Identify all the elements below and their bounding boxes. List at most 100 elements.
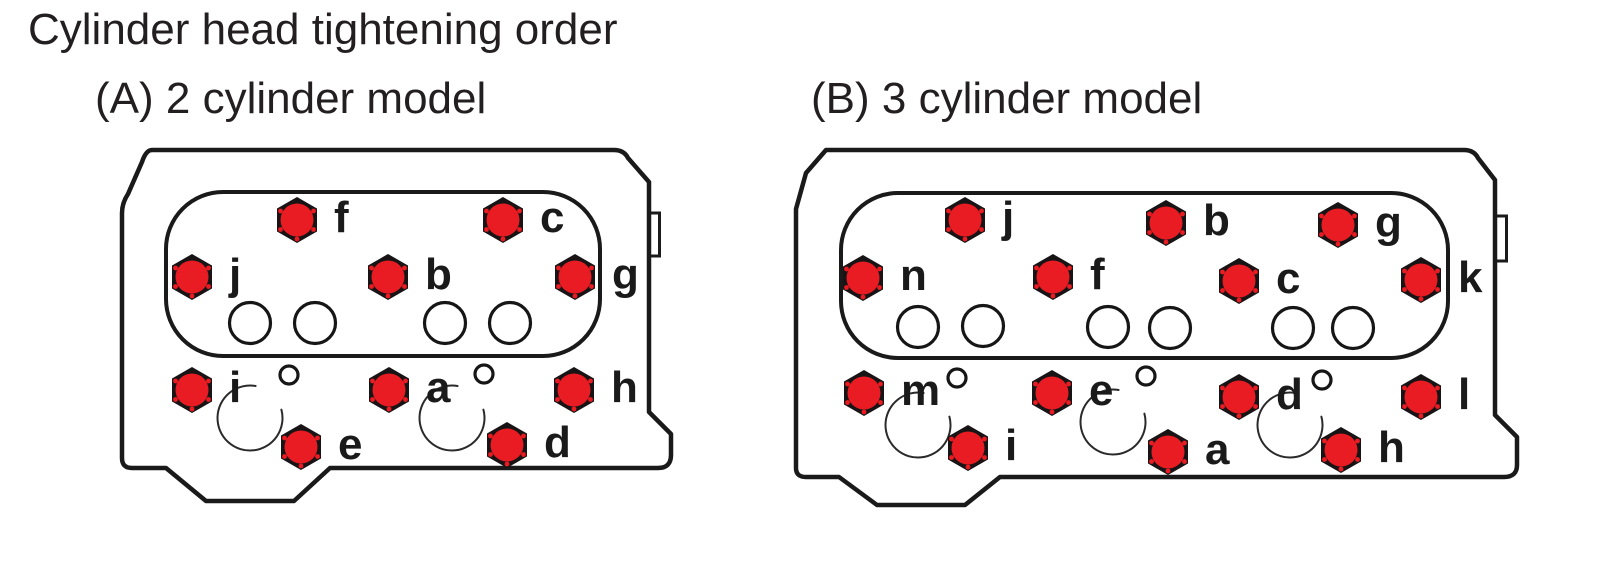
bolt-b-b: b [1146, 196, 1230, 246]
bolt-glint [488, 433, 493, 439]
bolt-order-label-h: h [611, 363, 638, 412]
bolt-glint [979, 227, 984, 232]
bolt-glint [385, 293, 391, 299]
bolt-glint [1033, 400, 1038, 405]
bolt-glint [189, 293, 195, 299]
bolt-a-e: e [281, 420, 362, 470]
bolt-glint [1033, 381, 1038, 387]
valve-hole [422, 300, 468, 346]
bolt-head-icon [371, 260, 405, 294]
bolt-b-l: l [1401, 370, 1470, 420]
bolt-glint [1149, 459, 1154, 464]
bolt-glint [1165, 468, 1171, 474]
bolt-glint [1402, 404, 1407, 409]
bolt-b-c: c [1219, 254, 1300, 304]
bolt-glint [1435, 385, 1440, 391]
bolt-glint [1418, 413, 1424, 419]
bolt-b-n: n [843, 251, 927, 301]
bolt-order-label-b: b [1203, 196, 1230, 245]
bolt-glint [521, 433, 526, 439]
bolt-glint [1050, 293, 1056, 299]
bolt-order-label-m: m [901, 366, 940, 415]
bolt-head-icon [846, 261, 880, 295]
bolt-glint [517, 227, 522, 232]
bolt-glint [877, 266, 882, 272]
bolt-glint [572, 293, 578, 299]
bolt-glint [1352, 213, 1357, 219]
bolt-glint [517, 208, 522, 214]
bolt-glint [556, 284, 561, 289]
bolt-glint [403, 378, 408, 384]
valve-holes-b [895, 303, 1376, 351]
bolt-a-b: b [368, 250, 452, 300]
bolt-glint [1322, 457, 1327, 462]
bolt-glint [1034, 284, 1039, 289]
valve-hole [292, 300, 338, 346]
bolt-glint [861, 409, 867, 415]
bolt-glint [962, 236, 968, 242]
chamber-holes-a [216, 384, 486, 452]
bolt-order-label-g: g [612, 250, 639, 299]
combustion-chamber-circle [1256, 391, 1324, 459]
bolt-order-label-j: j [1001, 193, 1014, 242]
bolt-b-j: j [945, 193, 1014, 243]
bolt-glint [298, 463, 304, 469]
bolt-a-a: a [369, 363, 451, 413]
bolt-glint [1319, 213, 1324, 219]
bolt-glint [370, 378, 375, 384]
bolt-glint [369, 284, 374, 289]
small-hole [1311, 369, 1333, 391]
small-holes-a [278, 363, 495, 386]
bolt-glint [1182, 440, 1187, 446]
bolt-head-icon [490, 428, 524, 462]
bolt-head-icon [280, 203, 314, 237]
bolt-glint [1355, 457, 1360, 462]
bolt-glint [173, 284, 178, 289]
bolt-glint [589, 284, 594, 289]
bolt-glint [1149, 440, 1154, 446]
bolt-order-label-a: a [1205, 425, 1230, 474]
side-tab-a [647, 211, 661, 258]
bolt-order-label-a: a [426, 363, 451, 412]
valve-hole [1330, 305, 1376, 351]
bolt-order-label-b: b [425, 250, 452, 299]
bolt-glint [402, 265, 407, 271]
bolt-a-j: j [172, 250, 241, 300]
small-hole [946, 367, 968, 389]
bolt-a-c: c [483, 193, 564, 243]
bolt-order-label-e: e [1089, 366, 1113, 415]
bolt-head-icon [1321, 208, 1355, 242]
bolt-glint [878, 381, 883, 387]
bolt-glint [1319, 232, 1324, 237]
side-tab-b [1494, 214, 1508, 263]
bolt-glint [311, 227, 316, 232]
small-holes-b [946, 365, 1333, 391]
gasket-face-a [164, 190, 602, 358]
bolt-glint [1355, 438, 1360, 444]
valve-hole [227, 300, 273, 346]
bolt-glint [1034, 265, 1039, 271]
bolt-glint [315, 435, 320, 441]
bolt-b-h: h [1321, 423, 1405, 473]
bolt-b-g: g [1318, 198, 1402, 248]
bolt-head-icon [1222, 380, 1256, 414]
bolt-head-icon [372, 373, 406, 407]
bolt-glint [1180, 211, 1185, 217]
bolt-glint [589, 265, 594, 271]
bolt-head-icon [847, 376, 881, 410]
bolt-glint [860, 294, 866, 300]
head-outline-b [793, 147, 1520, 508]
bolt-head-icon [1324, 433, 1358, 467]
bolt-glint [206, 284, 211, 289]
bolt-glint [946, 227, 951, 232]
bolt-glint [965, 464, 971, 470]
bolt-glint [402, 284, 407, 289]
bolt-glint [1402, 268, 1407, 274]
bolt-head-icon [557, 373, 591, 407]
bolt-glint [1338, 466, 1344, 472]
bolt-glint [206, 265, 211, 271]
bolt-glint [386, 406, 392, 412]
